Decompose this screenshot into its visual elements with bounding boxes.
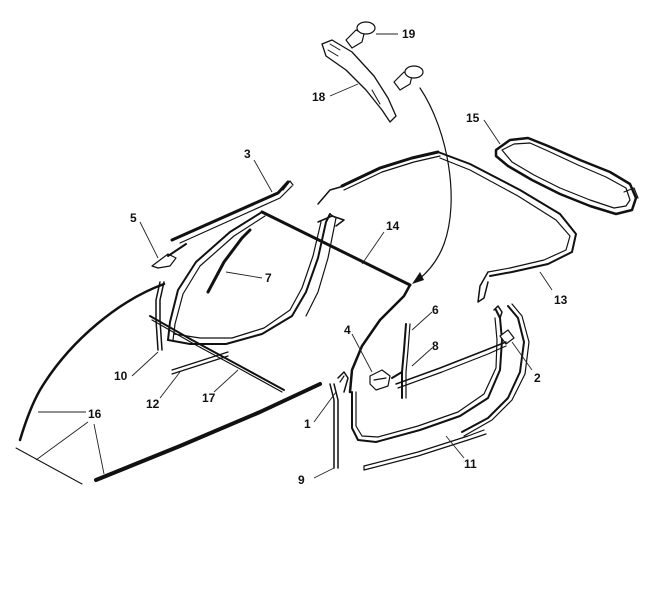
- part-15-deck-seal: [494, 136, 639, 216]
- callout-16: 16: [88, 407, 102, 421]
- part-13-roof-seal: [317, 150, 577, 303]
- callout-12: 12: [146, 397, 160, 411]
- callout-1: 1: [304, 417, 311, 431]
- callout-8: 8: [432, 339, 439, 353]
- callout-6: 6: [432, 303, 439, 317]
- part-3-header-seal: [170, 180, 294, 244]
- part-11-sill-seal: [363, 429, 487, 471]
- part-4-latch-bracket: [369, 369, 403, 391]
- callout-15: 15: [466, 111, 480, 125]
- callout-9: 9: [298, 473, 305, 487]
- part-16-body-seals: [15, 282, 322, 485]
- callout-13: 13: [554, 293, 568, 307]
- callout-17: 17: [202, 391, 216, 405]
- part-9-pillar-strip: [329, 383, 339, 469]
- part-1-clip: [337, 371, 349, 393]
- callout-4: 4: [344, 323, 351, 337]
- part-door-seal-loop: [351, 305, 503, 443]
- callout-11: 11: [464, 457, 477, 471]
- part-10-pillar-seal: [155, 281, 165, 351]
- leader-lines: [35, 33, 553, 479]
- assembly-arrow: [412, 87, 452, 284]
- callout-labels: 19 18 15 3 5 14 7 13 6 4 8 2 10 12 17 1 …: [88, 27, 568, 487]
- callout-10: 10: [114, 369, 128, 383]
- part-14-roof-rail: [348, 283, 412, 394]
- part-12-sill-strip: [171, 351, 229, 375]
- callout-7: 7: [265, 271, 272, 285]
- callout-19: 19: [402, 27, 416, 41]
- callout-3: 3: [244, 147, 251, 161]
- part-8-belt-molding: [395, 341, 507, 389]
- part-7-wiper-blade: [206, 228, 252, 294]
- callout-18: 18: [312, 90, 326, 104]
- part-a-pillar-trim: [317, 215, 345, 227]
- part-17-lower-strip: [149, 315, 285, 393]
- callout-5: 5: [130, 211, 137, 225]
- part-19-roof-latch-pins: [345, 21, 424, 91]
- callout-2: 2: [534, 371, 541, 385]
- callout-14: 14: [386, 219, 400, 233]
- part-18-roof-bracket: [321, 39, 397, 123]
- part-2-rear-door-seal: [461, 303, 530, 437]
- part-6-window-channel: [401, 323, 411, 399]
- part-5-mirror-bracket: [151, 243, 187, 269]
